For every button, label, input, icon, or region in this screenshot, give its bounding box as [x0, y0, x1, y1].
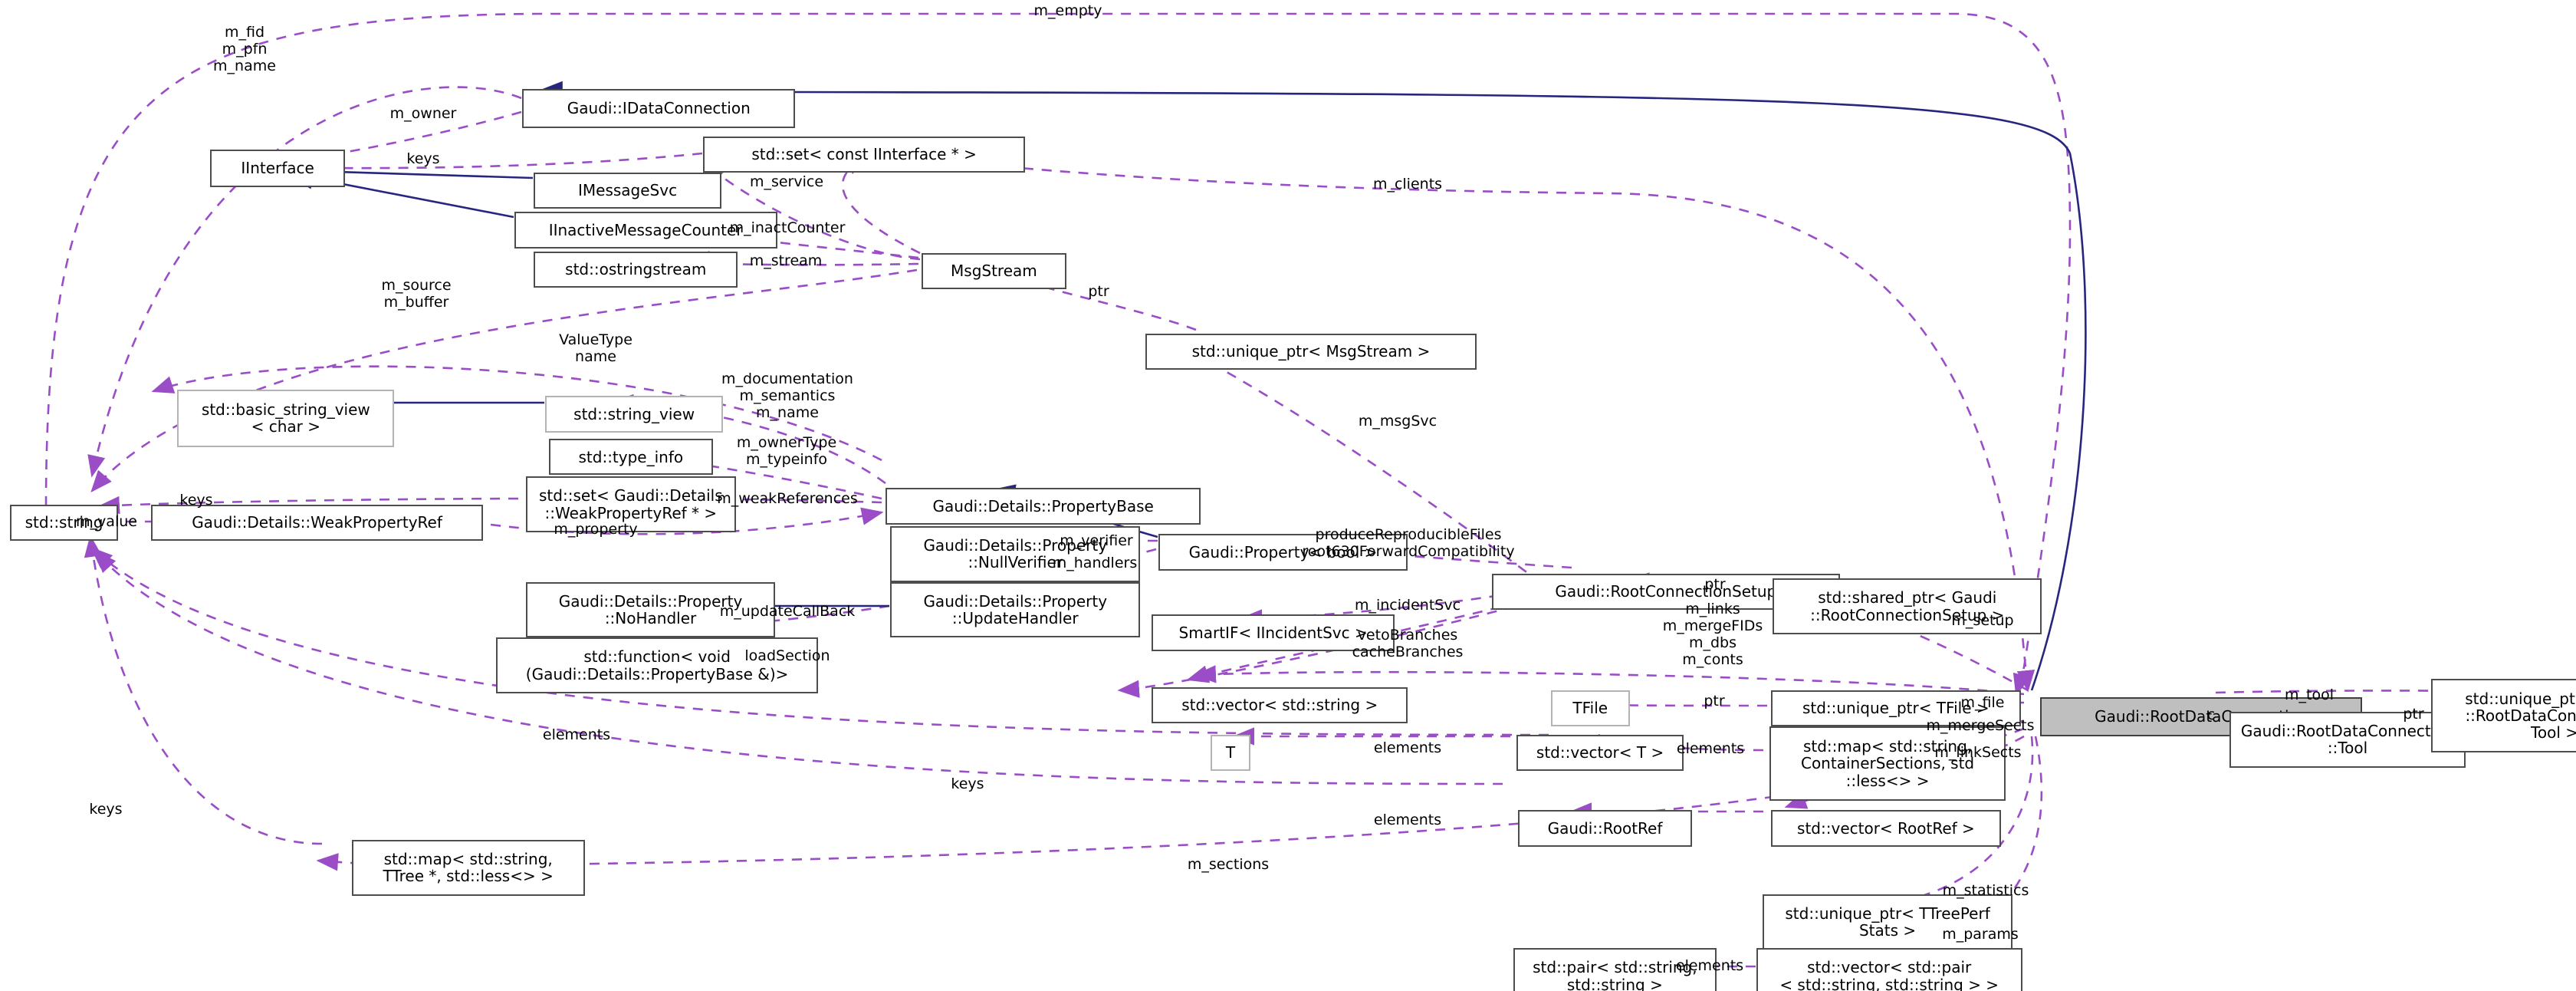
class-node-propertybase[interactable]: Gaudi::Details::PropertyBase	[885, 488, 1201, 525]
edge-label-loadsection: loadSection	[744, 647, 830, 664]
class-node-weakpropertyref[interactable]: Gaudi::Details::WeakPropertyRef	[151, 504, 483, 541]
edge-label-m_msgsvc: m_msgSvc	[1358, 412, 1438, 430]
edge-label-m_weakrefs: m_weakReferences	[717, 489, 858, 507]
edge-label-m_statistics: m_statistics	[1942, 881, 2029, 899]
edge-label-m_source: m_source m_buffer	[381, 276, 452, 311]
edge-label-elements_map: elements	[1676, 739, 1745, 757]
class-node-tfile[interactable]: TFile	[1550, 690, 1630, 727]
class-node-iinterface[interactable]: IInterface	[210, 149, 345, 188]
edge-label-ptr_tool: ptr	[2403, 705, 2424, 723]
edge-label-m_tool: m_tool	[2285, 686, 2334, 703]
edge-label-m_ownertype: m_ownerType m_typeinfo	[736, 433, 837, 468]
class-node-mapcontainersections[interactable]: std::map< std::string, ContainerSections…	[1769, 726, 2006, 801]
edge-label-m_params: m_params	[1942, 925, 2019, 943]
class-node-vectorrootref[interactable]: std::vector< RootRef >	[1770, 810, 2001, 847]
edge-label-m_fid_group: m_fid m_pfn m_name	[213, 23, 276, 75]
class-node-maptree[interactable]: std::map< std::string, TTree *, std::les…	[351, 839, 585, 896]
class-node-idataconnection[interactable]: Gaudi::IDataConnection	[522, 88, 796, 129]
class-node-basicstringview[interactable]: std::basic_string_view < char >	[177, 389, 395, 447]
class-node-setconstiinterface[interactable]: std::set< const IInterface * >	[703, 136, 1026, 173]
class-node-updatehandler[interactable]: Gaudi::Details::Property ::UpdateHandler	[890, 581, 1141, 638]
edge-label-m_clients: m_clients	[1372, 175, 1443, 193]
edge-label-keys_bottom: keys	[951, 775, 984, 792]
edge-label-m_service: m_service	[749, 173, 824, 190]
edge-label-m_incidentsvc: m_incidentSvc	[1354, 596, 1461, 614]
class-node-stdfunction[interactable]: std::function< void (Gaudi::Details::Pro…	[496, 637, 819, 694]
edge-label-m_inactcounter: m_inactCounter	[729, 219, 846, 236]
class-node-vectorstring[interactable]: std::vector< std::string >	[1152, 686, 1408, 723]
edge-label-m_documentation: m_documentation m_semantics m_name	[721, 370, 853, 422]
edge-label-ptr_tfile: ptr	[1704, 692, 1725, 710]
edge-label-m_mergesects: m_mergeSects	[1926, 716, 2035, 734]
edge-label-m_linksects: m_linkSects	[1934, 743, 2022, 761]
edge-label-elements_t: elements	[1373, 739, 1442, 756]
class-node-vectort[interactable]: std::vector< T >	[1516, 734, 1684, 771]
edge-label-valuetype: ValueType name	[559, 331, 632, 365]
edge-label-vetobranches: vetoBranches cacheBranches	[1352, 626, 1464, 660]
edge-label-c_label: c	[2206, 706, 2216, 723]
class-node-ostringstream[interactable]: std::ostringstream	[534, 251, 738, 288]
edge-label-m_verifier: m_verifier	[1060, 532, 1133, 549]
edge-label-ptr_msgstream: ptr	[1088, 282, 1109, 300]
class-node-rootdataconnectiontool[interactable]: Gaudi::RootDataConnection ::Tool	[2229, 711, 2466, 768]
edge-label-m_updatecallback: m_updateCallBack	[719, 602, 856, 620]
edge-label-m_stream: m_stream	[749, 252, 823, 269]
edge-label-m_property: m_property	[554, 520, 638, 538]
edge-label-keys_verybottom: keys	[89, 800, 123, 818]
edge-label-keys_left: keys	[179, 491, 213, 509]
class-node-stringview[interactable]: std::string_view	[545, 396, 723, 433]
edge-label-m_value: m_value	[76, 512, 137, 530]
edge-label-m_setup: m_setup	[1951, 611, 2014, 629]
edge-label-m_sections: m_sections	[1187, 855, 1270, 873]
class-node-rootref[interactable]: Gaudi::RootRef	[1517, 810, 1693, 847]
class-node-typeinfo[interactable]: std::type_info	[548, 439, 713, 476]
edge-label-m_links: m_links m_mergeFIDs m_dbs m_conts	[1662, 600, 1763, 669]
edge-label-produce: produceReproducibleFiles root630ForwardC…	[1302, 525, 1515, 560]
edge-label-elements_mid: elements	[542, 726, 611, 743]
edge-label-m_owner: m_owner	[389, 104, 457, 122]
edge-label-m_handlers: m_handlers	[1052, 554, 1138, 571]
class-node-pairstringstring[interactable]: std::pair< std::string, std::string >	[1513, 948, 1717, 991]
class-node-imessagesvc[interactable]: IMessageSvc	[534, 172, 721, 209]
class-node-uniqueptrmsgstream[interactable]: std::unique_ptr< MsgStream >	[1145, 333, 1477, 370]
class-node-vectorpairstring[interactable]: std::vector< std::pair < std::string, st…	[1756, 948, 2022, 991]
class-node-tgeneric[interactable]: T	[1211, 734, 1250, 771]
edge-label-m_file: m_file	[1960, 693, 2005, 711]
edge-label-elements_rootref: elements	[1373, 811, 1442, 828]
class-node-msgstream[interactable]: MsgStream	[922, 252, 1066, 290]
edge-label-ptr_setup: ptr	[1704, 575, 1726, 593]
class-node-uniqueptrtool[interactable]: std::unique_ptr< Gaudi ::RootDataConnect…	[2431, 678, 2576, 753]
edge-label-keys_top: keys	[406, 150, 440, 167]
edge-label-m_empty: m_empty	[1033, 2, 1102, 19]
edge-label-elements_pair: elements	[1675, 956, 1744, 974]
